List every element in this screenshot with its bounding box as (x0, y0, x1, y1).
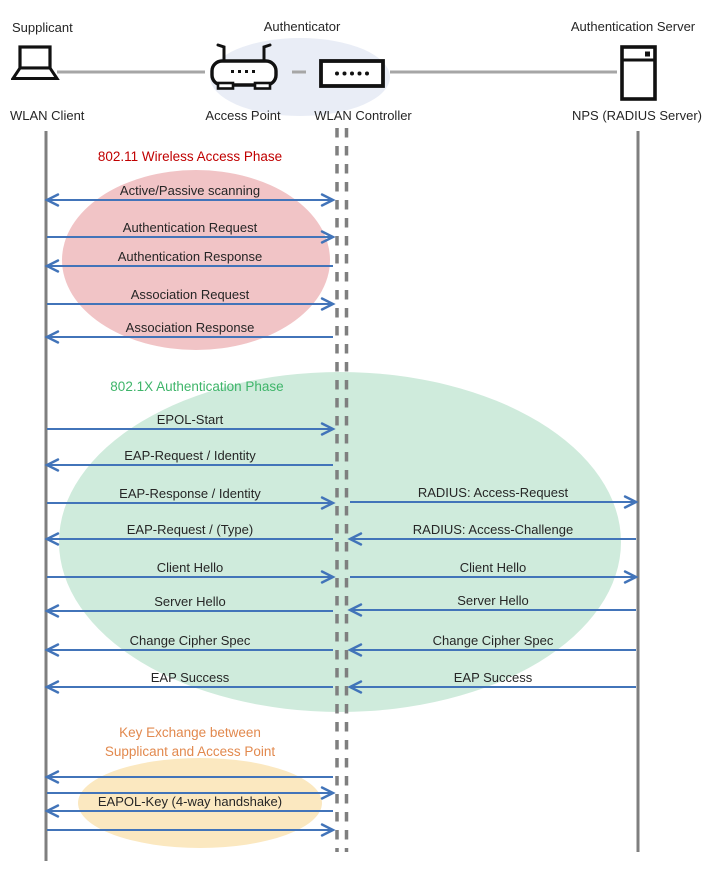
phase-title-key-exchange-line1: Key Exchange between (119, 725, 261, 740)
message-label: Association Request (130, 287, 250, 302)
message-label: EAP-Response / Identity (119, 486, 261, 501)
authenticator-group-ellipse (210, 38, 390, 116)
arrowhead-left (44, 193, 60, 207)
arrowhead-right (320, 230, 336, 244)
arrowhead-right (623, 570, 639, 584)
arrowhead-left (347, 603, 363, 617)
arrowhead-left (44, 804, 60, 818)
device-label-access-point: Access Point (205, 108, 281, 123)
message-label: Authentication Response (117, 249, 263, 264)
arrowhead-right (320, 823, 336, 837)
laptop-icon (11, 45, 60, 80)
message-label: Active/Passive scanning (119, 183, 261, 198)
arrowhead-left (44, 458, 60, 472)
arrowhead-right (320, 422, 336, 436)
message-label: EAP-Request / Identity (124, 448, 256, 463)
arrowhead-left (347, 680, 363, 694)
arrowhead-right (320, 297, 336, 311)
arrowhead-left (44, 643, 60, 657)
message-label: EAP Success (453, 670, 533, 685)
arrowhead-left (44, 770, 60, 784)
message-label: Change Cipher Spec (129, 633, 251, 648)
message-label: EPOL-Start (156, 412, 224, 427)
message-label: EAP-Request / (Type) (126, 522, 254, 537)
device-label-wlan-client: WLAN Client (10, 108, 85, 123)
phase-title-8021x-authentication: 802.1X Authentication Phase (110, 379, 284, 394)
phase-title-key-exchange-line2: Supplicant and Access Point (104, 744, 276, 759)
role-label-authenticator: Authenticator (263, 19, 341, 34)
phase-title-80211-wireless-access: 802.11 Wireless Access Phase (97, 149, 283, 164)
arrowhead-left (44, 330, 60, 344)
arrowhead-left (44, 680, 60, 694)
role-label-authentication-server: Authentication Server (570, 19, 696, 34)
server-icon (620, 45, 657, 101)
message-label: Authentication Request (122, 220, 258, 235)
arrowhead-right (320, 193, 336, 207)
arrowhead-right (320, 570, 336, 584)
message-label: Server Hello (457, 593, 529, 608)
device-label-nps-radius-server: NPS (RADIUS Server) (571, 108, 703, 123)
arrowhead-left (44, 604, 60, 618)
arrowhead-right (623, 495, 639, 509)
message-label: Client Hello (459, 560, 527, 575)
wlan-controller-icon (319, 59, 385, 88)
arrowhead-left (347, 643, 363, 657)
message-label: Server Hello (154, 594, 226, 609)
access-point-icon (210, 43, 278, 90)
arrowhead-right (320, 496, 336, 510)
message-label: RADIUS: Access-Challenge (412, 522, 574, 537)
device-label-wlan-controller: WLAN Controller (314, 108, 412, 123)
message-label: RADIUS: Access-Request (417, 485, 569, 500)
phase-8021x-ellipse (59, 372, 621, 712)
arrowhead-right (320, 786, 336, 800)
message-label: Client Hello (156, 560, 224, 575)
arrowhead-left (44, 532, 60, 546)
arrowhead-left (44, 259, 60, 273)
message-label: Association Response (125, 320, 255, 335)
role-label-supplicant: Supplicant (12, 20, 73, 35)
phase-title-key-exchange: Key Exchange between Supplicant and Acce… (47, 723, 333, 761)
message-label: EAPOL-Key (4-way handshake) (97, 794, 283, 809)
message-label: Change Cipher Spec (432, 633, 554, 648)
arrowhead-left (347, 532, 363, 546)
message-label: EAP Success (150, 670, 230, 685)
phase-key-exchange-ellipse (78, 758, 322, 848)
